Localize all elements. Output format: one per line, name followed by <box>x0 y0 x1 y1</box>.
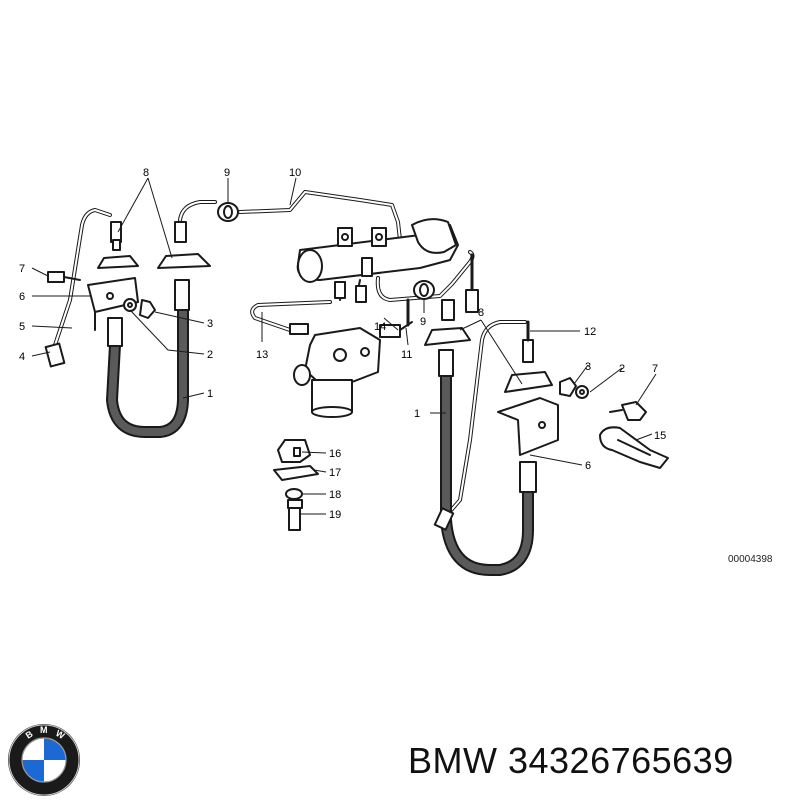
callout-7-left: 7 <box>19 263 25 275</box>
callout-9-left: 9 <box>224 167 230 179</box>
callout-8-left: 8 <box>143 167 149 179</box>
diagram-reference-code: 00004398 <box>728 554 773 565</box>
callout-4: 4 <box>19 351 25 363</box>
clip-8-left <box>97 255 139 269</box>
bmw-logo: B M W <box>8 724 80 796</box>
callout-11: 11 <box>401 349 412 361</box>
washer-18 <box>285 488 303 500</box>
callout-15: 15 <box>654 430 666 442</box>
svg-text:B: B <box>24 729 35 741</box>
callout-6-right: 6 <box>585 460 591 472</box>
callout-14: 14 <box>374 321 386 333</box>
callout-7-right: 7 <box>652 363 658 375</box>
callout-2-right: 2 <box>619 363 625 375</box>
bracket-right <box>497 397 559 456</box>
callout-10: 10 <box>289 167 301 179</box>
callout-1-right: 1 <box>414 408 420 420</box>
callout-5: 5 <box>19 321 25 333</box>
callout-12: 12 <box>584 326 596 338</box>
callout-3-right: 3 <box>585 361 591 373</box>
master-cylinder <box>296 218 459 283</box>
clip-8-center <box>157 253 211 269</box>
callout-17: 17 <box>329 467 341 479</box>
part-number-caption: BMW 34326765639 <box>408 740 734 781</box>
callout-3-left: 3 <box>207 318 213 330</box>
callout-16: 16 <box>329 448 341 460</box>
brake-hose-right <box>440 354 534 576</box>
callout-6-left: 6 <box>19 291 25 303</box>
svg-text:M: M <box>40 725 48 735</box>
callout-2-left: 2 <box>207 349 213 361</box>
callout-13: 13 <box>256 349 268 361</box>
callout-1-left: 1 <box>207 388 213 400</box>
callout-19: 19 <box>329 509 341 521</box>
callout-18: 18 <box>329 489 341 501</box>
plate-17 <box>273 465 319 481</box>
brake-pressure-regulator <box>293 327 381 418</box>
callout-8-right: 8 <box>478 307 484 319</box>
callout-9-right: 9 <box>420 316 426 328</box>
